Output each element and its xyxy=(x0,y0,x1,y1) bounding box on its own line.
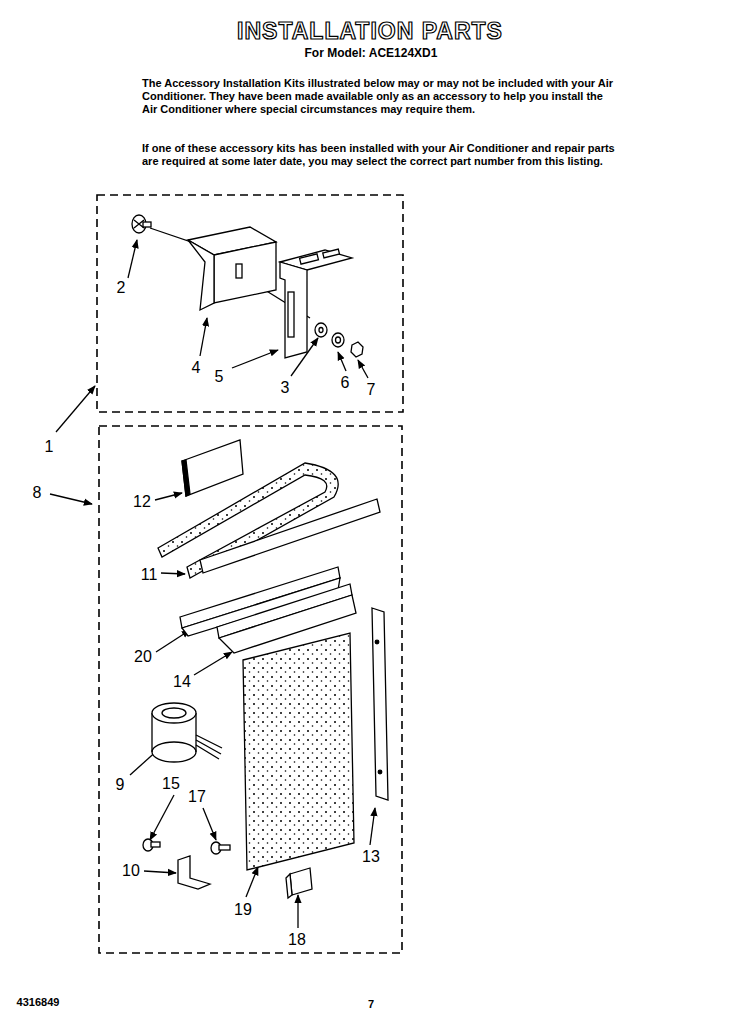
callout-number: 9 xyxy=(116,776,125,794)
callout-number: 13 xyxy=(362,848,380,866)
callout-number: 11 xyxy=(141,566,158,584)
callout-number: 19 xyxy=(234,901,252,919)
callout-number: 7 xyxy=(367,381,376,399)
page-title: INSTALLATION PARTS xyxy=(237,18,503,45)
callout-number: 5 xyxy=(215,368,224,386)
callout-number: 15 xyxy=(162,775,180,793)
callout-number: 2 xyxy=(117,279,126,297)
callout-number: 8 xyxy=(33,484,42,502)
callout-number: 6 xyxy=(341,374,350,392)
callout-number: 4 xyxy=(192,359,201,377)
document-number: 4316849 xyxy=(17,996,60,1008)
kit-frames xyxy=(97,195,403,953)
note-text: The Accessory Installation Kits illustra… xyxy=(142,77,617,116)
callout-number: 12 xyxy=(133,493,151,511)
callout-number: 10 xyxy=(122,862,140,880)
callout-number: 17 xyxy=(188,788,206,806)
leader-lines xyxy=(50,228,375,928)
kit-one-parts xyxy=(132,215,363,358)
callout-number: 14 xyxy=(173,673,191,691)
callout-number: 20 xyxy=(134,648,152,666)
model-line: For Model: ACE124XD1 xyxy=(305,46,438,60)
callout-number: 18 xyxy=(288,931,306,949)
kit-two-parts xyxy=(143,440,388,898)
callout-number: 3 xyxy=(281,379,290,397)
page-number: 7 xyxy=(368,998,374,1010)
note-text: If one of these accessory kits has been … xyxy=(142,142,617,168)
callout-number: 1 xyxy=(45,438,54,456)
